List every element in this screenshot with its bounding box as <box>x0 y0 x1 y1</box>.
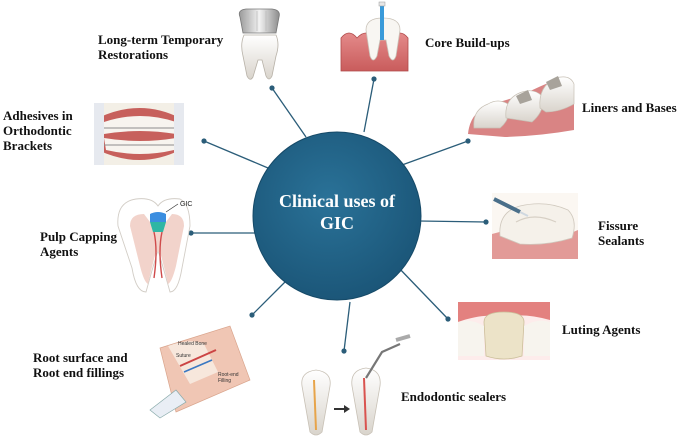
connector-adhesives <box>203 140 269 169</box>
label-adhesives-in-orthodontic-brackets: Adhesives in Orthodontic Brackets <box>3 108 73 153</box>
liners-bases-image <box>468 76 575 137</box>
connector-core <box>363 78 375 133</box>
label-root-surface-and-root-end-fillings: Root surface and Root end fillings <box>33 350 128 380</box>
label-pulp-capping-agents: Pulp Capping Agents <box>40 229 117 259</box>
label-core-build-ups: Core Build-ups <box>425 35 510 50</box>
label-fissure-sealants: Fissure Sealants <box>598 218 645 248</box>
connector-lines <box>188 76 489 354</box>
connector-dot-fissure <box>483 219 489 225</box>
connector-dot-endodontic <box>341 348 347 354</box>
core-buildup-image <box>340 1 409 72</box>
gic-tag: GIC <box>180 201 192 208</box>
temporary-restoration-image <box>238 8 280 80</box>
connector-dot-luting <box>445 316 451 322</box>
fissure-sealant-image <box>492 193 578 259</box>
connector-dot-long-term <box>269 85 275 91</box>
orthodontic-brackets-image <box>94 103 184 165</box>
endodontic-sealer-image <box>301 334 411 436</box>
luting-agent-image <box>458 302 550 360</box>
suture-annotation: Suture <box>176 353 191 359</box>
connector-fissure <box>418 220 487 223</box>
connector-dot-root-end <box>249 312 255 318</box>
connector-dot-pulp <box>188 230 194 236</box>
label-long-term-temporary-restorations: Long-term Temporary Restorations <box>98 32 224 62</box>
healed-bone-annotation: Healed Bone <box>178 341 207 347</box>
connector-long-term <box>271 87 307 138</box>
connector-endodontic <box>343 301 351 352</box>
connector-dot-liners <box>465 138 471 144</box>
connector-dot-adhesives <box>201 138 207 144</box>
label-liners-and-bases: Liners and Bases <box>582 100 677 115</box>
label-luting-agents: Luting Agents <box>562 322 641 337</box>
connector-dot-core <box>371 76 377 82</box>
pulp-capping-image: GIC <box>117 198 192 293</box>
label-endodontic-sealers: Endodontic sealers <box>401 389 507 404</box>
connector-liners <box>401 140 469 166</box>
connector-luting <box>396 265 449 320</box>
hub-circle <box>252 131 422 301</box>
hub-title: Clinical uses of GIC <box>278 191 395 233</box>
